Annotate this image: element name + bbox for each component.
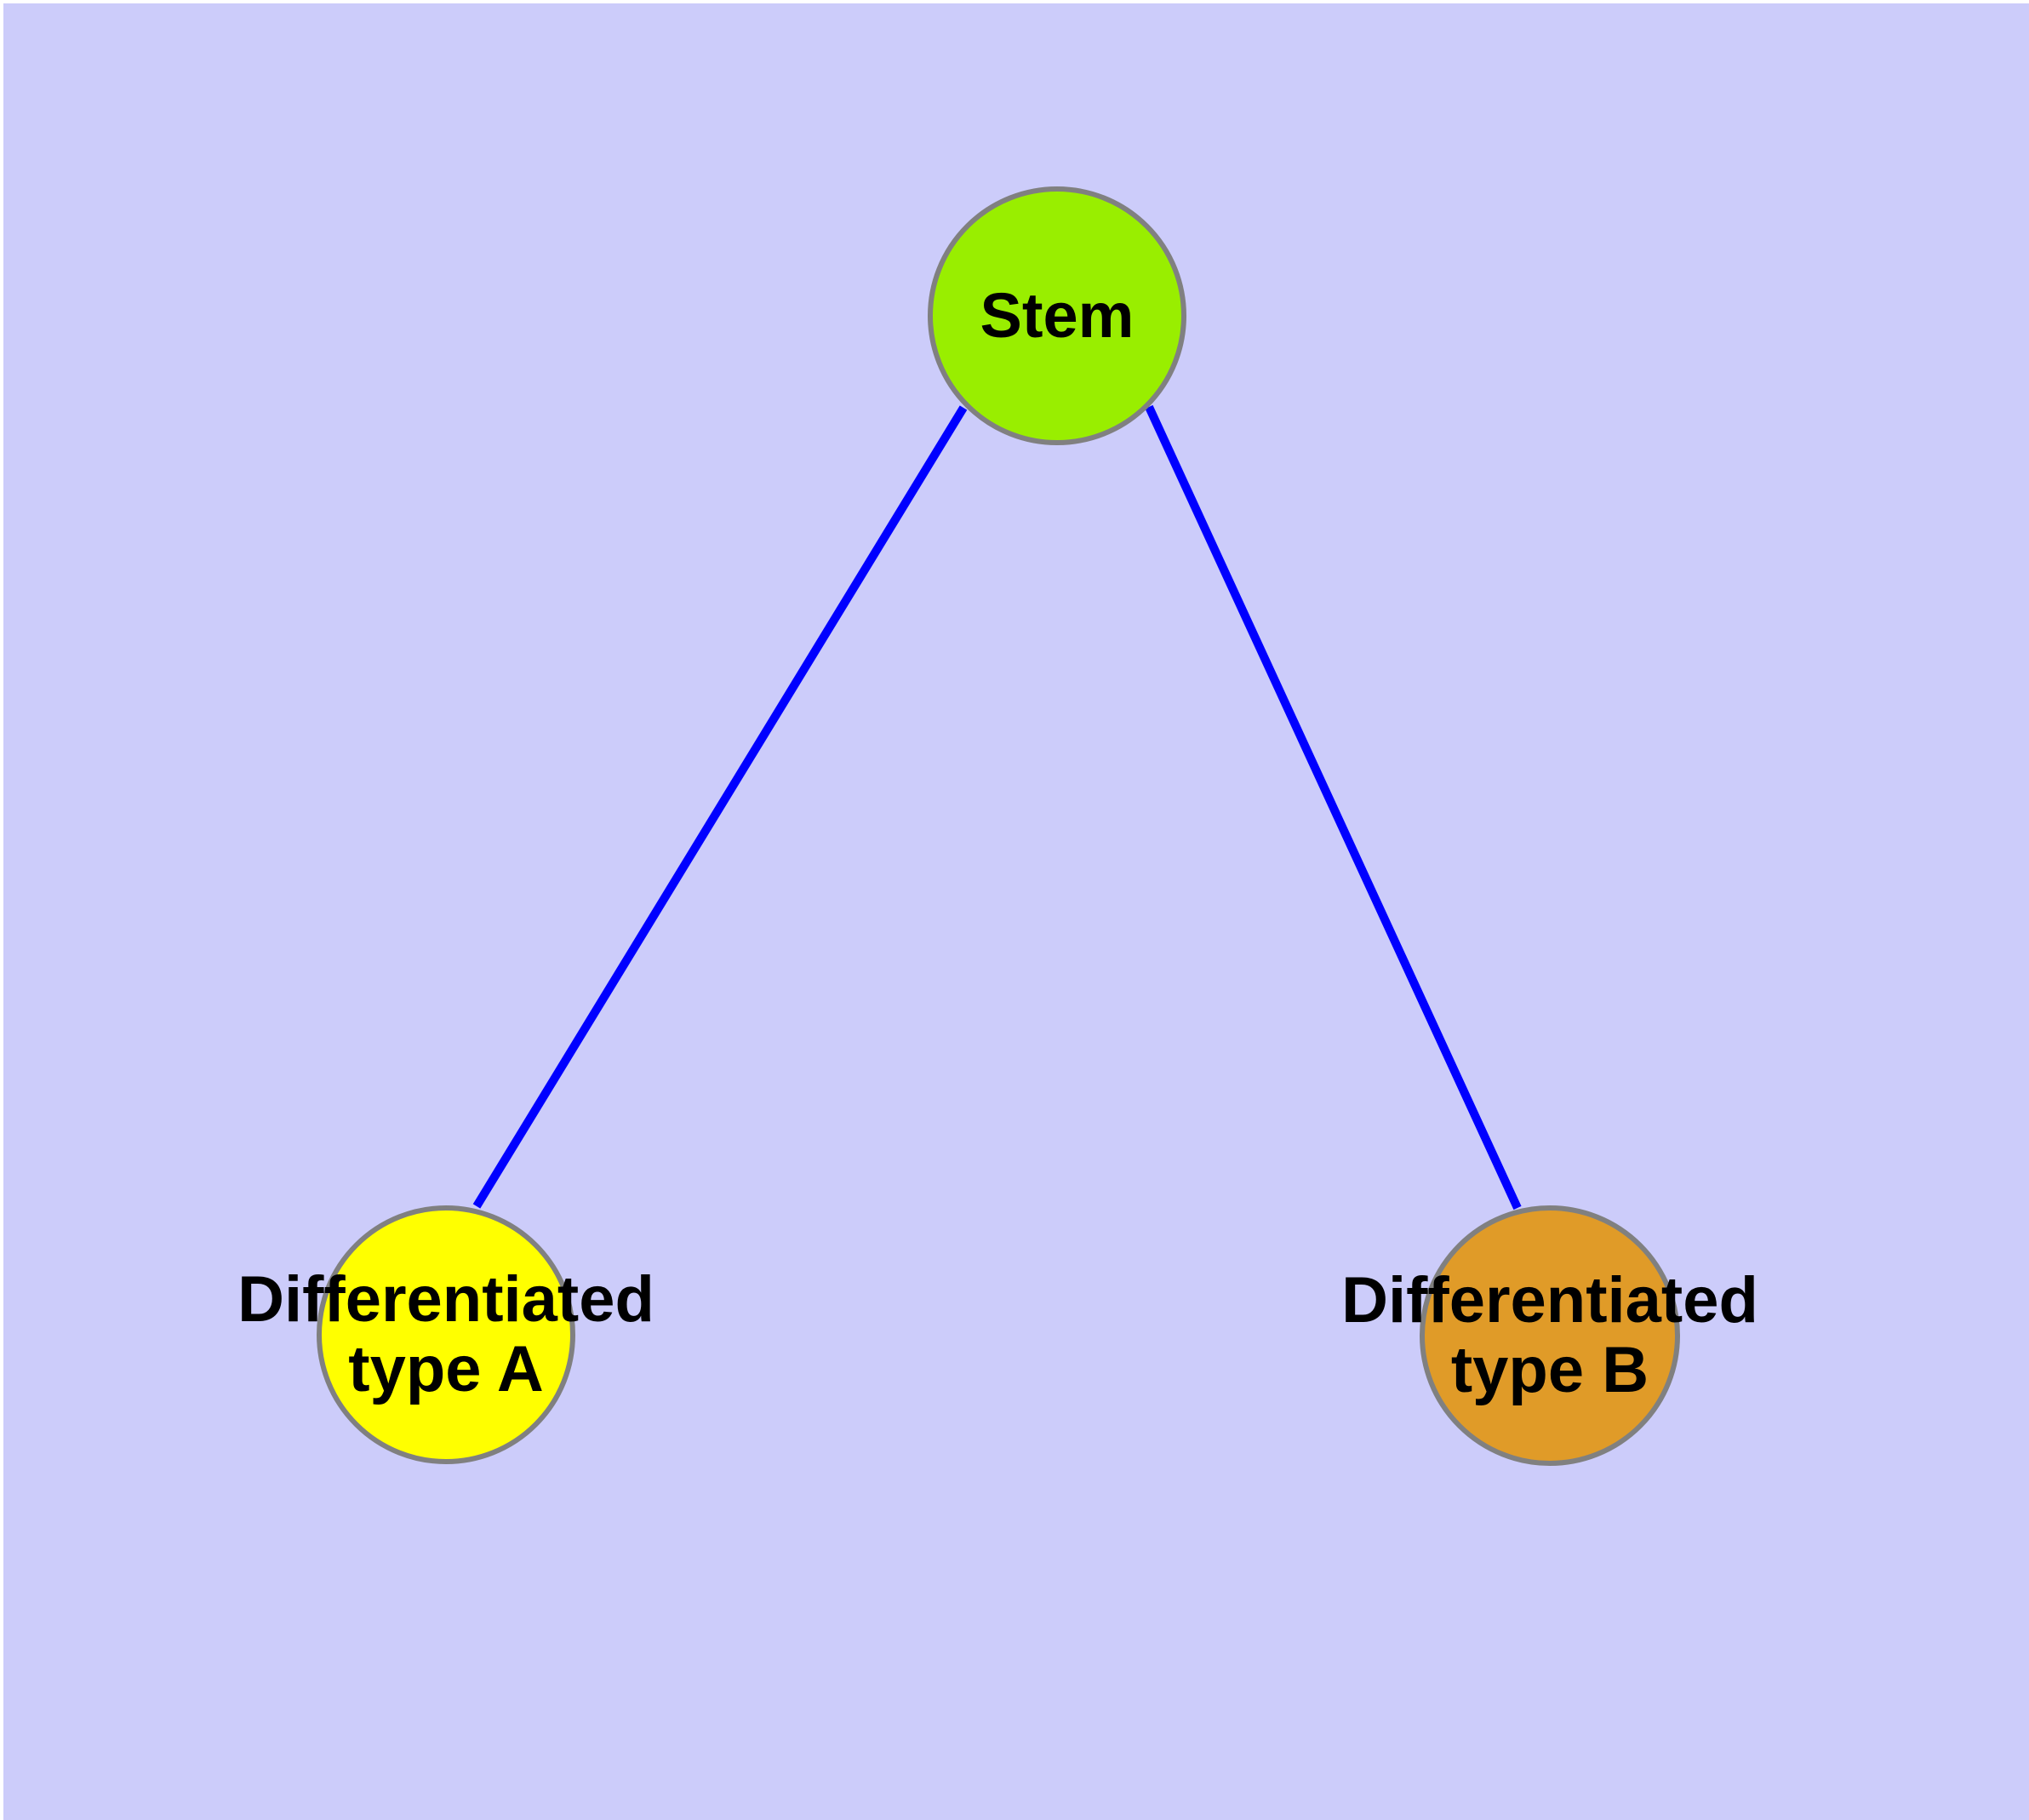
edge-layer (472, 404, 1522, 1210)
node-differentiated-type-b[interactable]: Differentiated type B (1341, 1205, 1758, 1466)
node-stem[interactable]: Stem (928, 186, 1186, 445)
node-differentiated-type-a[interactable]: Differentiated type A (237, 1205, 654, 1464)
node-stem-label: Stem (980, 280, 1135, 352)
edge-stem-to-diff-a[interactable] (472, 405, 968, 1209)
diagram-panel: Stem Differentiated type A Differentiate… (3, 3, 2029, 1820)
edge-stem-to-diff-b[interactable] (1145, 404, 1522, 1210)
